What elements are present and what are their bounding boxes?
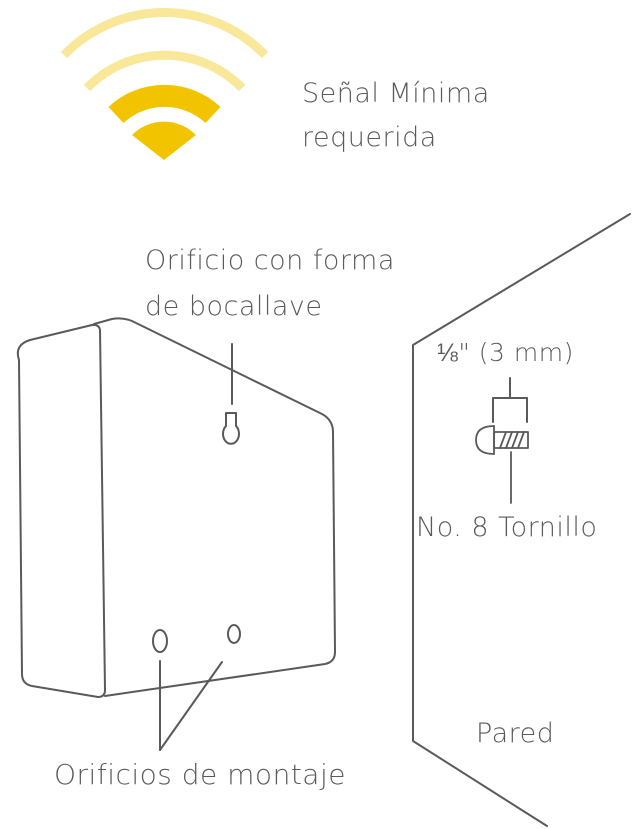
wifi-dot-active	[132, 121, 196, 160]
mounting-hole-right	[227, 624, 241, 644]
screw-icon	[475, 425, 529, 504]
screw-shaft	[493, 431, 529, 449]
keyhole-slot	[222, 412, 240, 445]
wifi-arc-middle	[83, 50, 246, 92]
keyhole-label: Orificio con forma de bocallave	[145, 238, 395, 330]
screw-thread	[499, 431, 525, 449]
wifi-arc-active	[108, 84, 221, 124]
screw-head	[475, 425, 495, 455]
signal-requirement-label: Señal Mínima requerida	[302, 72, 490, 160]
mounting-leader-line-right	[159, 661, 223, 751]
screw-spacing-label: ⅛" (3 mm)	[437, 338, 574, 367]
keyhole-label-line1: Orificio con forma	[145, 245, 395, 276]
wall-label: Pared	[476, 718, 555, 749]
device-side-face	[16, 323, 106, 698]
wall-outline	[412, 213, 631, 827]
wifi-signal-icon	[60, 8, 269, 160]
wifi-arc-outer	[60, 8, 269, 59]
device-front-face	[93, 317, 336, 697]
wall	[412, 213, 631, 827]
signal-label-line1: Señal Mínima	[302, 78, 490, 109]
keyhole-label-line2: de bocallave	[145, 291, 323, 322]
mounting-holes-label: Orificios de montaje	[54, 758, 346, 791]
screw-label: No. 8 Tornillo	[416, 512, 598, 543]
mounting-hole-left	[152, 629, 168, 653]
device-box	[16, 317, 336, 751]
signal-label-line2: requerida	[302, 122, 437, 153]
